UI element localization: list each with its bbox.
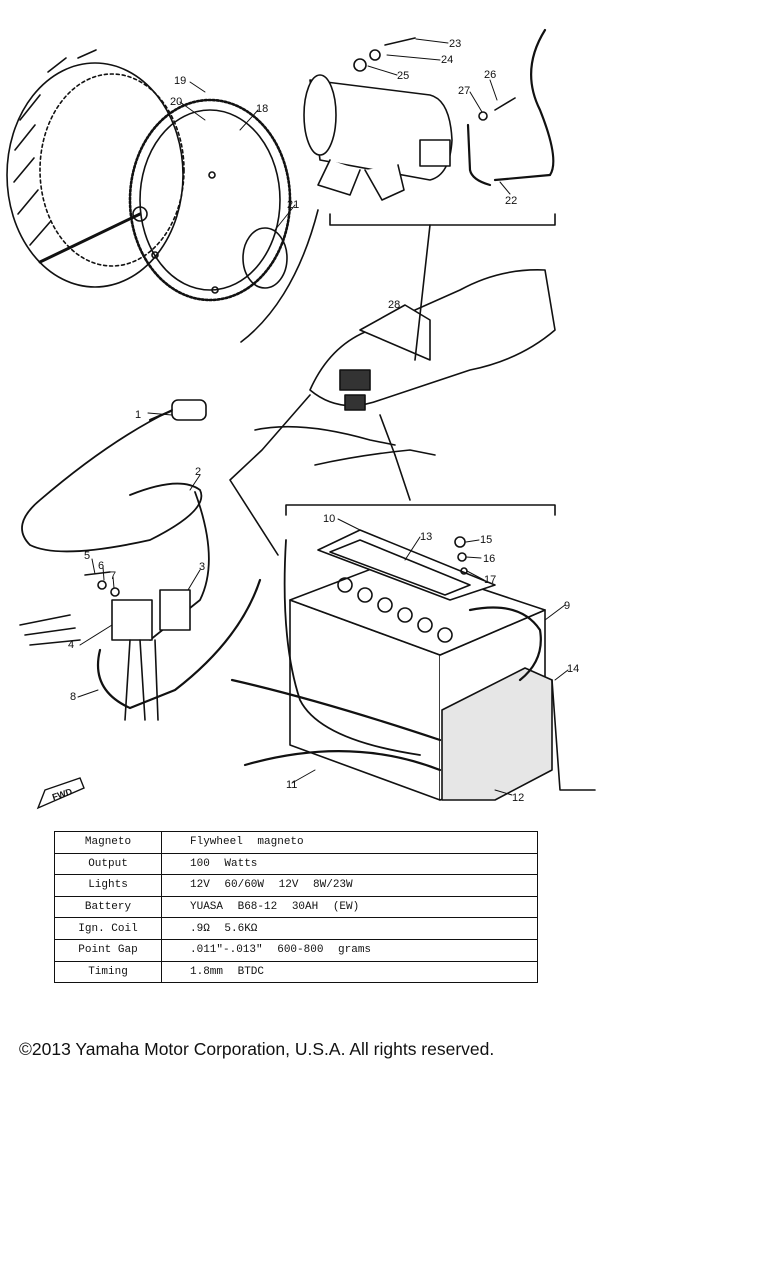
ring-gear — [128, 98, 292, 302]
callout-10: 10 — [323, 513, 335, 525]
callout-7: 7 — [110, 570, 116, 582]
callout-24: 24 — [441, 54, 453, 66]
spec-value: 12V 60/60W 12V 8W/23W — [161, 874, 538, 897]
callout-18: 18 — [256, 103, 268, 115]
callout-4: 4 — [68, 639, 74, 651]
spec-label: Output — [54, 852, 162, 876]
spec-table: Magneto Flywheel magneto Output 100 Watt… — [54, 831, 538, 984]
callout-15: 15 — [480, 534, 492, 546]
callout-8: 8 — [70, 691, 76, 703]
spec-label: Magneto — [54, 831, 162, 854]
starter-motor-group — [303, 28, 555, 201]
callout-labels: 1 2 3 4 5 6 7 8 9 10 11 12 13 14 15 16 1… — [68, 38, 579, 804]
callout-6: 6 — [98, 560, 104, 572]
callout-1: 1 — [135, 409, 141, 421]
callout-28: 28 — [388, 299, 400, 311]
callout-17: 17 — [484, 574, 496, 586]
spec-value: 100 Watts — [161, 852, 538, 876]
callout-20: 20 — [170, 96, 182, 108]
spec-row: Output 100 Watts — [54, 852, 538, 876]
callout-23: 23 — [449, 38, 461, 50]
spec-label: Battery — [54, 895, 162, 919]
spec-row: Timing 1.8mm BTDC — [54, 960, 538, 984]
o-ring — [242, 227, 288, 289]
spec-value: .9Ω 5.6KΩ — [161, 917, 538, 940]
callout-25: 25 — [397, 70, 409, 82]
spec-value: .011"-.013" 600-800 grams — [161, 938, 538, 962]
callout-13: 13 — [420, 531, 432, 543]
callout-16: 16 — [483, 553, 495, 565]
spec-row: Magneto Flywheel magneto — [54, 831, 538, 854]
exploded-parts-diagram: 1 2 3 4 5 6 7 8 9 10 11 12 13 14 15 16 1… — [6, 28, 596, 810]
leader-lines — [77, 38, 569, 796]
spec-row: Point Gap .011"-.013" 600-800 grams — [54, 938, 538, 962]
callout-22: 22 — [505, 195, 517, 207]
callout-12: 12 — [512, 792, 524, 804]
callout-5: 5 — [84, 550, 90, 562]
spec-label: Timing — [54, 960, 162, 984]
spec-value: YUASA B68-12 30AH (EW) — [161, 895, 538, 919]
snowmobile-overview — [254, 269, 556, 466]
battery-group — [230, 529, 596, 801]
spec-label: Lights — [54, 874, 162, 897]
callout-14: 14 — [567, 663, 579, 675]
fwd-arrow-icon: FWD — [36, 777, 85, 810]
flywheel-group — [6, 49, 185, 288]
copyright-notice: ©2013 Yamaha Motor Corporation, U.S.A. A… — [19, 1039, 495, 1059]
spec-row: Lights 12V 60/60W 12V 8W/23W — [54, 874, 538, 897]
callout-19: 19 — [174, 75, 186, 87]
callout-27: 27 — [458, 85, 470, 97]
callout-26: 26 — [484, 69, 496, 81]
callout-11: 11 — [286, 779, 297, 791]
wiring-group — [19, 399, 262, 721]
spec-value: Flywheel magneto — [161, 831, 538, 854]
spec-label: Point Gap — [54, 938, 162, 962]
spec-row: Battery YUASA B68-12 30AH (EW) — [54, 895, 538, 919]
spec-value: 1.8mm BTDC — [161, 960, 538, 984]
callout-21: 21 — [287, 199, 299, 211]
callout-3: 3 — [199, 561, 205, 573]
callout-2: 2 — [195, 466, 201, 478]
spec-label: Ign. Coil — [54, 917, 162, 940]
spec-row: Ign. Coil .9Ω 5.6KΩ — [54, 917, 538, 940]
callout-9: 9 — [564, 600, 570, 612]
